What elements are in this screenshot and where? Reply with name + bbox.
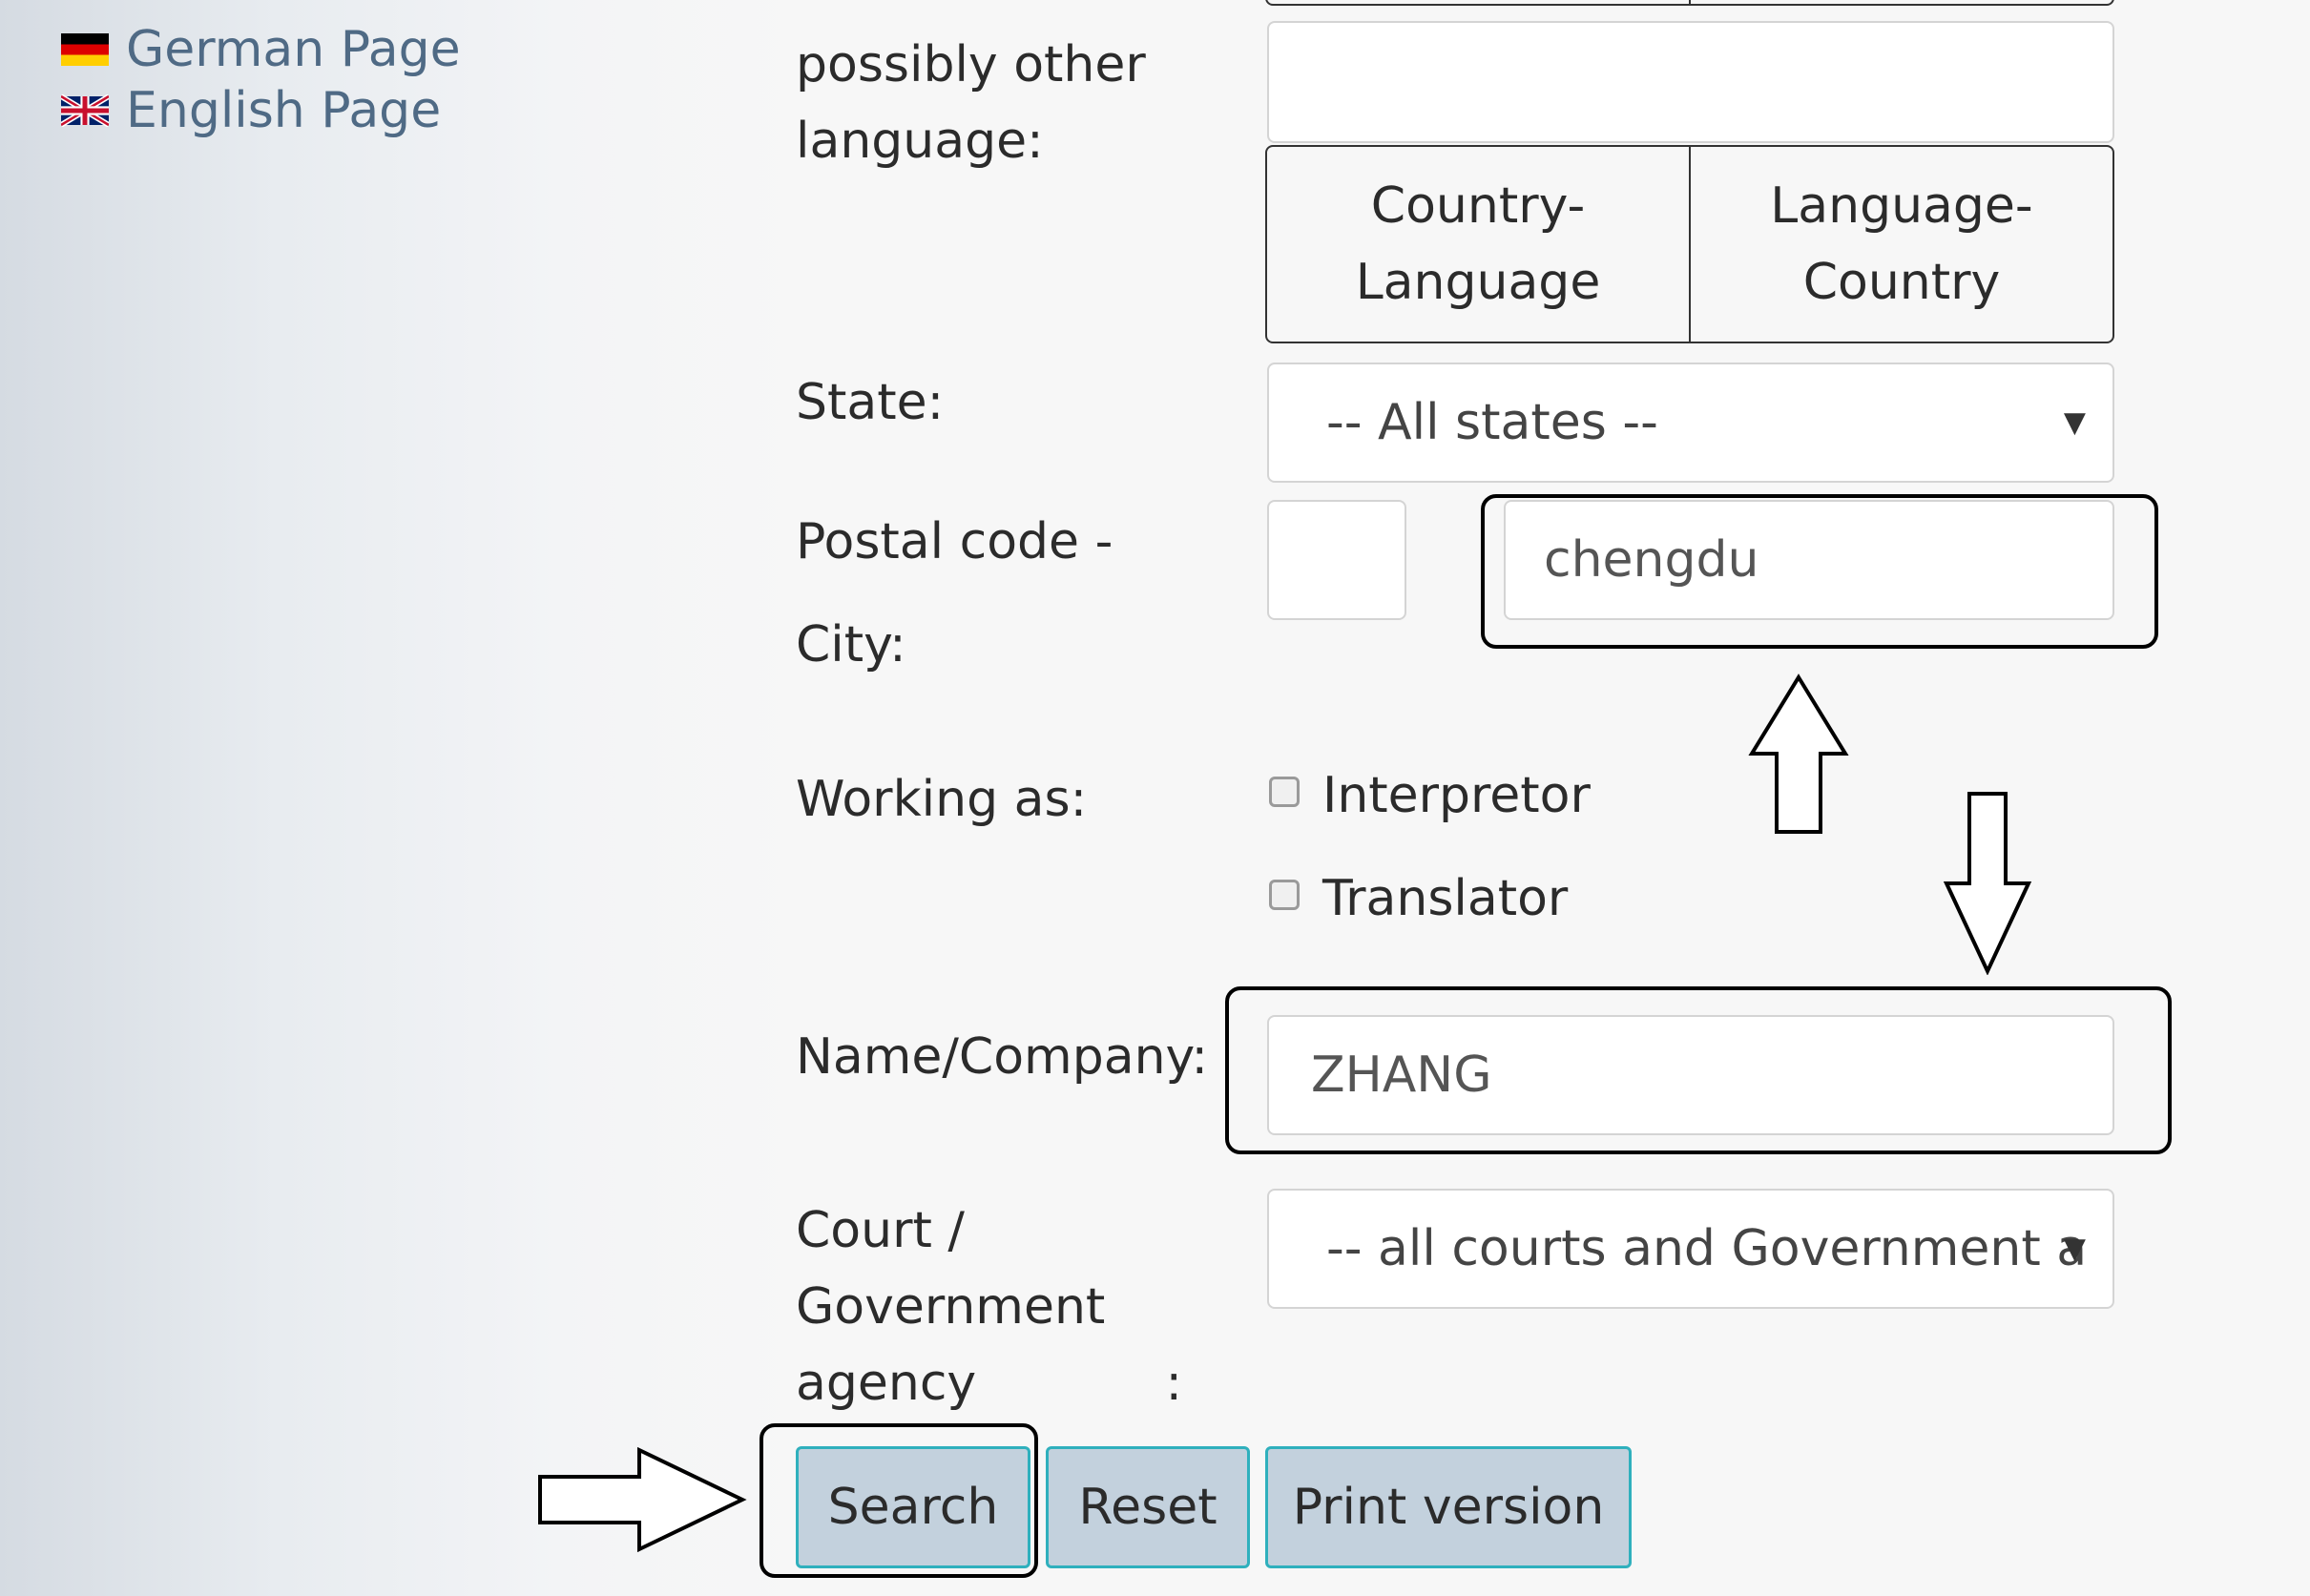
sidebar bbox=[0, 0, 796, 1596]
state-select[interactable]: -- All states -- ▼ bbox=[1267, 363, 2114, 483]
language-country-button[interactable]: Language-Country bbox=[1689, 147, 2112, 342]
working-as-label: Working as: bbox=[796, 771, 1088, 828]
postal-code-input[interactable] bbox=[1267, 500, 1406, 620]
german-page-link[interactable]: German Page bbox=[61, 21, 461, 78]
english-page-label: English Page bbox=[126, 82, 442, 139]
order-toggle: Country-Language Language-Country bbox=[1265, 145, 2114, 343]
dropdown-arrow-icon: ▼ bbox=[2063, 405, 2086, 440]
other-language-label: possibly other language: bbox=[796, 36, 1146, 170]
country-language-button[interactable]: Country-Language bbox=[1355, 177, 1601, 311]
reset-button[interactable]: Reset bbox=[1046, 1446, 1250, 1568]
court-agency-label: Court / Government agency : bbox=[796, 1202, 1182, 1412]
other-language-input[interactable] bbox=[1267, 21, 2114, 143]
city-input[interactable]: chengdu bbox=[1504, 500, 2114, 620]
uk-flag-icon bbox=[61, 94, 109, 127]
search-highlight-box bbox=[760, 1423, 1038, 1578]
postal-code-city-label: Postal code - City: bbox=[796, 513, 1113, 674]
court-agency-select[interactable]: -- all courts and Government a ▼ bbox=[1267, 1189, 2114, 1309]
search-button[interactable]: Search bbox=[796, 1446, 1030, 1568]
german-page-label: German Page bbox=[126, 21, 461, 78]
english-page-link[interactable]: English Page bbox=[61, 82, 441, 139]
state-label: State: bbox=[796, 374, 945, 431]
down-arrow-icon bbox=[1943, 792, 2032, 975]
translator-label: Translator bbox=[1322, 870, 1569, 927]
right-arrow-icon bbox=[538, 1446, 747, 1553]
state-selected-value: -- All states -- bbox=[1326, 394, 1658, 451]
print-version-button[interactable]: Print version bbox=[1265, 1446, 1632, 1568]
dropdown-arrow-icon: ▼ bbox=[2063, 1232, 2086, 1266]
previous-toggle-right[interactable] bbox=[1689, 0, 2112, 4]
interpretor-label: Interpretor bbox=[1322, 767, 1591, 824]
name-company-label: Name/Company: bbox=[796, 1028, 1209, 1086]
translator-checkbox[interactable] bbox=[1269, 880, 1300, 910]
up-arrow-icon bbox=[1748, 674, 1849, 834]
city-highlight-box bbox=[1481, 494, 2158, 649]
interpretor-checkbox[interactable] bbox=[1269, 777, 1300, 807]
court-selected-value: -- all courts and Government a bbox=[1326, 1220, 2088, 1277]
name-company-input[interactable]: ZHANG bbox=[1267, 1015, 2114, 1135]
previous-order-toggle bbox=[1265, 0, 2114, 6]
german-flag-icon bbox=[61, 33, 109, 66]
name-highlight-box bbox=[1225, 986, 2172, 1154]
previous-toggle-left[interactable] bbox=[1267, 0, 1689, 4]
